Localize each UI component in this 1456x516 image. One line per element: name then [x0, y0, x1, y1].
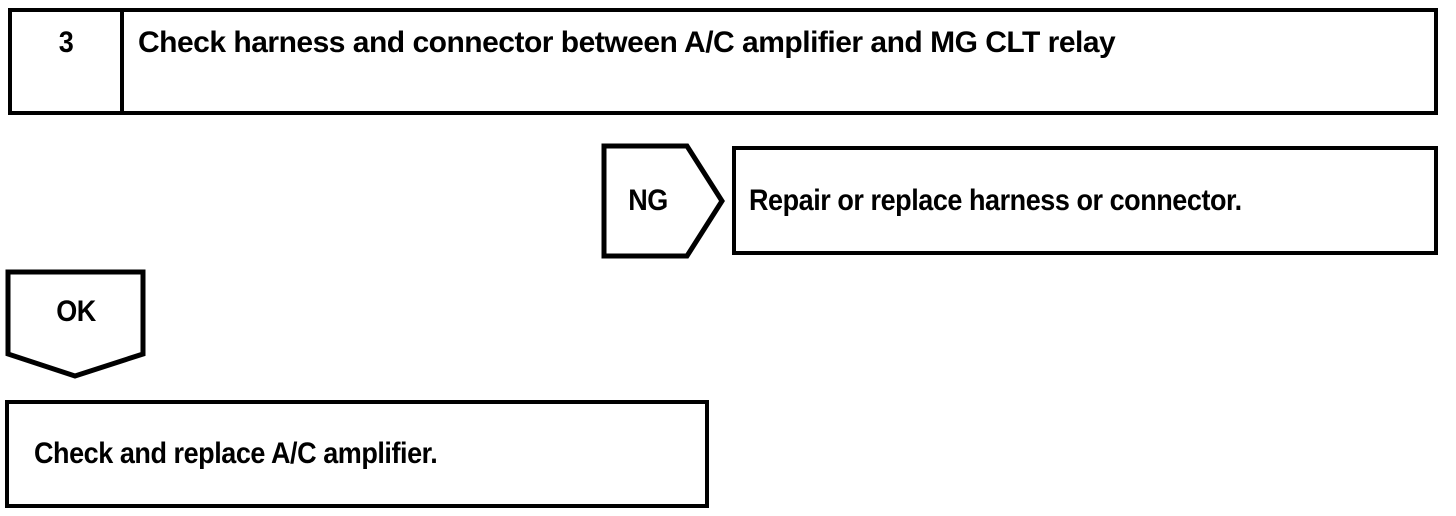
step-number: 3: [58, 26, 74, 59]
step-instruction: Check harness and connector between A/C …: [138, 26, 1116, 59]
ok-label: OK: [55, 295, 96, 328]
ng-label-wrap: NG: [600, 142, 695, 260]
ng-action-box: Repair or replace harness or connector.: [732, 146, 1438, 255]
ok-result-box: Check and replace A/C amplifier.: [5, 400, 709, 508]
ng-pentagon-right-icon: [601, 143, 725, 259]
ok-connector: OK: [4, 266, 148, 382]
ng-label: NG: [627, 184, 668, 217]
ok-label-wrap: OK: [4, 270, 147, 354]
ok-pentagon-outline: [5, 269, 146, 379]
step-box: 3 Check harness and connector between A/…: [8, 8, 1438, 115]
ok-pentagon-down-icon: [5, 269, 146, 379]
step-instruction-cell: Check harness and connector between A/C …: [124, 12, 1434, 111]
step-number-cell: 3: [12, 12, 124, 111]
ok-result-text: Check and replace A/C amplifier.: [34, 437, 438, 470]
ng-pentagon-outline: [601, 143, 725, 259]
ng-action-text: Repair or replace harness or connector.: [749, 183, 1242, 217]
ng-connector: NG: [600, 142, 728, 260]
